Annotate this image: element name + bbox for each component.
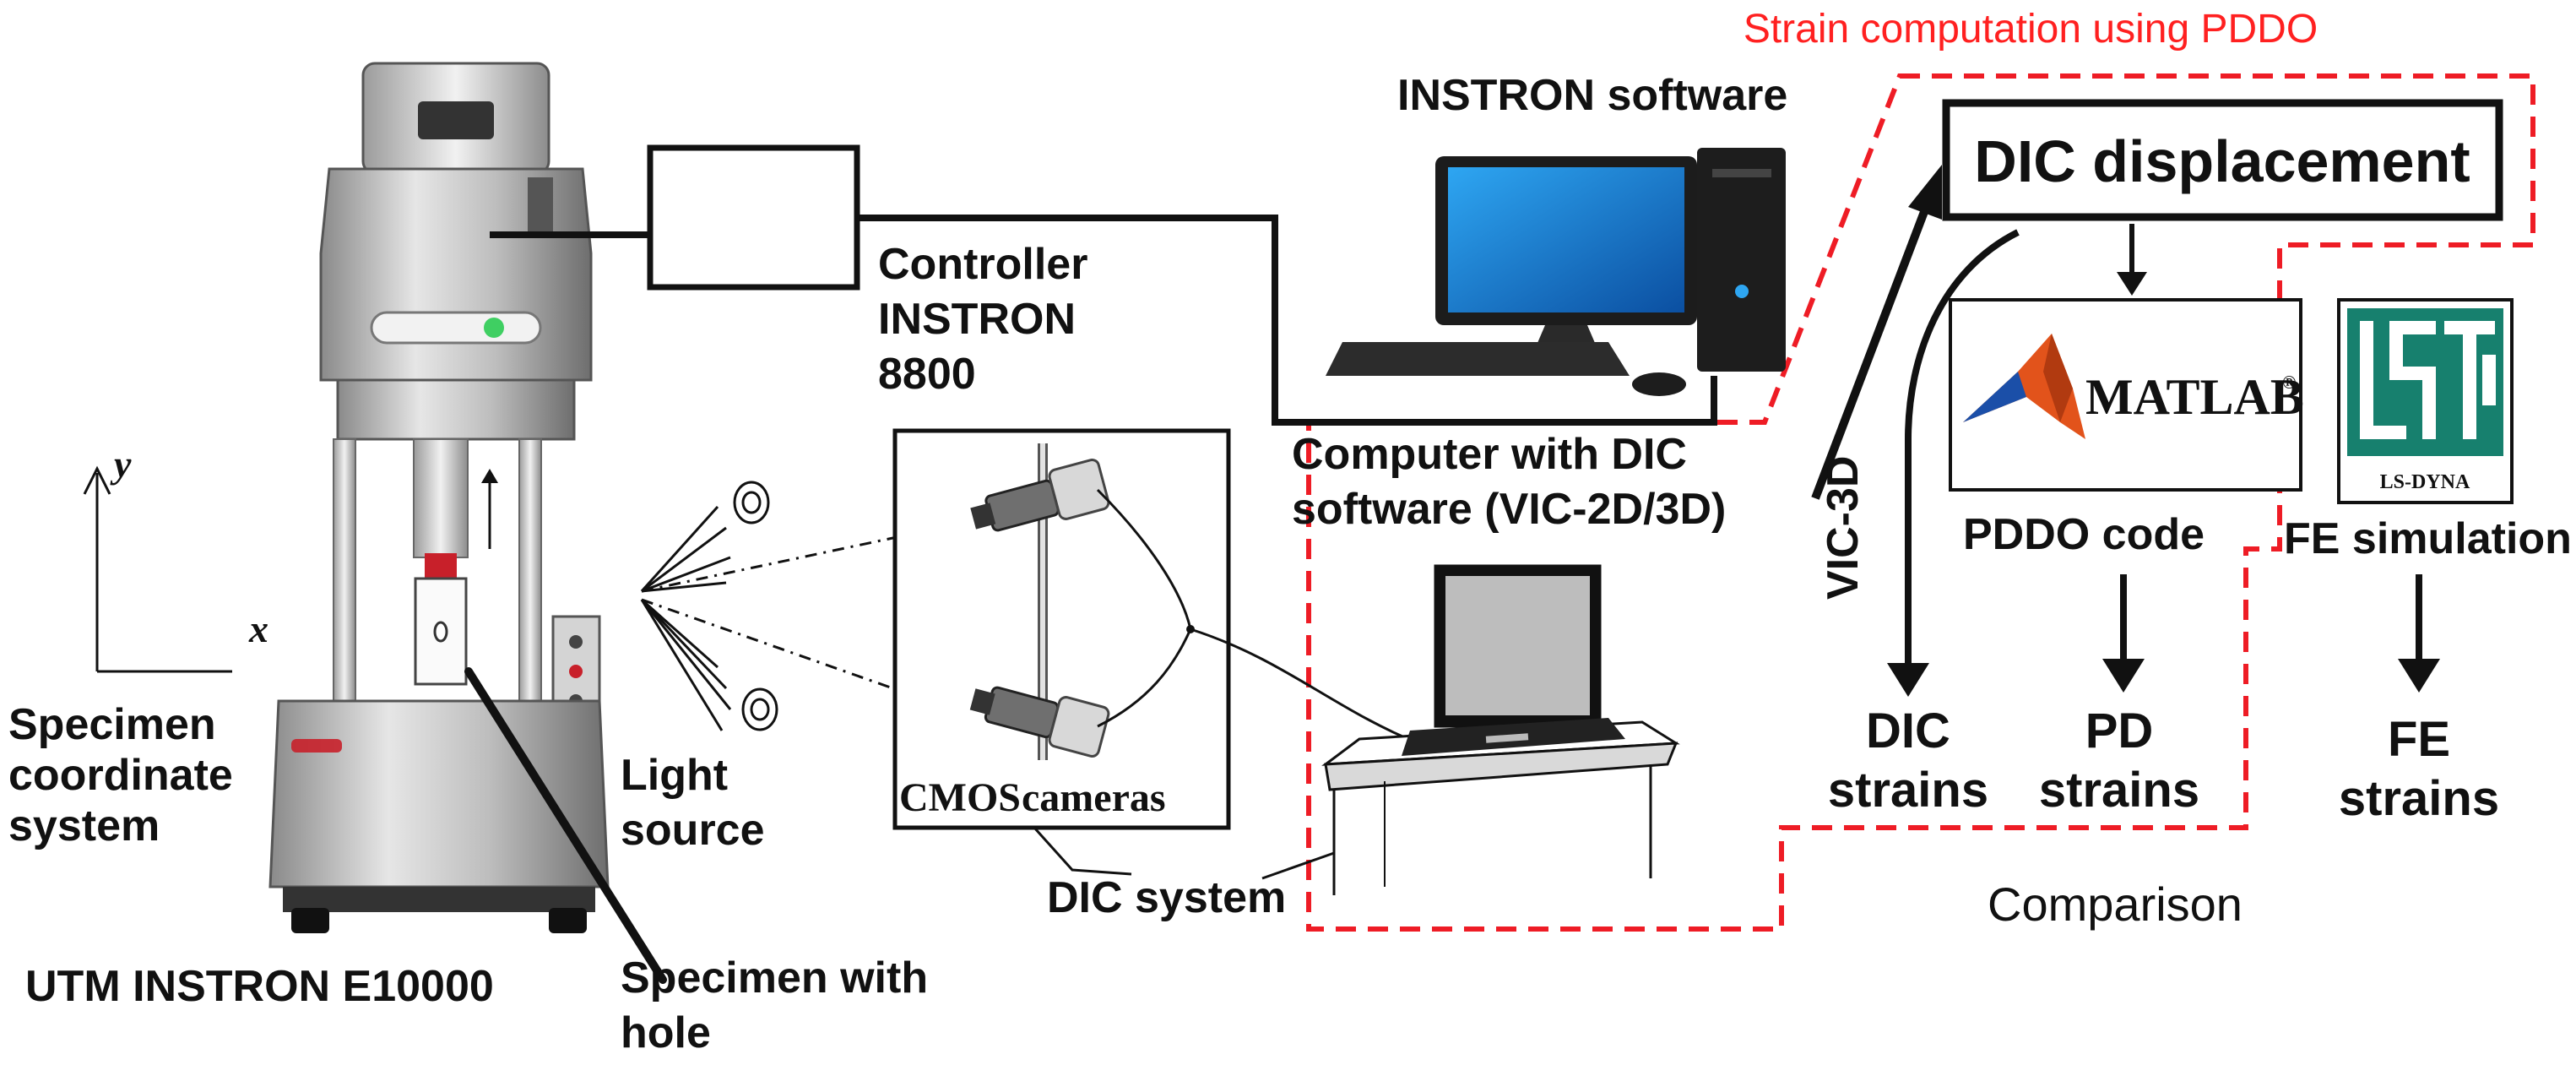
dic-system-label: DIC system: [1047, 873, 1286, 922]
vic3d-label: VIC-3D: [1819, 456, 1868, 600]
dic-displacement-label: DIC displacement: [1974, 128, 2470, 194]
pd-strains-line1: PD: [2085, 704, 2154, 758]
utm-machine: [268, 62, 610, 933]
pddo-code-label: PDDO code: [1963, 510, 2205, 559]
specimen-pointer-line: [464, 667, 667, 984]
matlab-logo-icon: [1963, 334, 2085, 439]
controller-label-line3: 8800: [878, 350, 976, 399]
comparison-label: Comparison: [1988, 878, 2242, 931]
matlab-arrowhead: [2117, 272, 2147, 296]
fe-strains-line1: FE: [2388, 712, 2450, 767]
dic-strains-line1: DIC: [1866, 704, 1950, 758]
utm-label: UTM INSTRON E10000: [25, 962, 494, 1011]
laptop-to-displacement-arrow: [1811, 197, 1933, 500]
desktop-computer-icon: [1326, 148, 1786, 396]
pd-strains-line2: strains: [2039, 763, 2199, 818]
matlab-logo-text: MATLAB: [2085, 369, 2304, 425]
fe-strains-arrowhead: [2398, 659, 2440, 693]
controller-label-line2: INSTRON: [878, 295, 1076, 344]
fe-strains-line2: strains: [2339, 771, 2499, 826]
cmos-cameras-label-a: CMOS: [899, 775, 1021, 820]
coord-system-label-line1: Specimen: [8, 700, 216, 749]
displacement-to-dic-strains-arrow: [1905, 229, 2020, 671]
dic-system-bracket-right: [1261, 851, 1335, 880]
axis-x-label: x: [248, 607, 268, 650]
specimen-label-line1: Specimen with: [621, 954, 928, 1003]
lsdyna-logo-icon: [2360, 321, 2496, 439]
controller-box: [647, 144, 860, 291]
coordinate-axes: [83, 465, 232, 673]
strain-computation-title: Strain computation using PDDO: [1744, 7, 2318, 52]
controller-computer-wire: [857, 215, 1717, 426]
laptop-icon: [1321, 564, 1680, 895]
light-source-label-line2: source: [621, 806, 765, 855]
dic-computer-label-line2: software (VIC-2D/3D): [1292, 485, 1726, 534]
axis-y-label: y: [110, 443, 132, 486]
instron-software-label: INSTRON software: [1397, 71, 1787, 120]
matlab-reg-mark: ®: [2282, 372, 2296, 393]
camera-laptop-cable: [1190, 628, 1419, 745]
cmos-cameras-label-b: cameras: [1022, 775, 1166, 820]
light-source-label-line1: Light: [621, 751, 728, 800]
fe-simulation-label: FE simulation: [2284, 514, 2572, 563]
specimen-label-line2: hole: [621, 1008, 711, 1057]
coord-system-label-line2: coordinate: [8, 751, 233, 800]
dic-displacement-box: [1942, 99, 2503, 221]
dic-strains-line2: strains: [1828, 763, 1988, 818]
lsdyna-logo-text: LS-DYNA: [2380, 471, 2470, 493]
dic-system-bracket: [1033, 826, 1132, 876]
controller-label-line1: Controller: [878, 240, 1087, 289]
pd-strains-arrowhead: [2102, 659, 2145, 693]
coord-system-label-line3: system: [8, 801, 160, 850]
laptop-to-displacement-arrowhead: [1908, 165, 1942, 220]
dic-computer-label-line1: Computer with DIC: [1292, 430, 1687, 479]
cmos-cameras-icon: [969, 443, 1195, 760]
dic-strains-arrowhead: [1887, 663, 1929, 697]
